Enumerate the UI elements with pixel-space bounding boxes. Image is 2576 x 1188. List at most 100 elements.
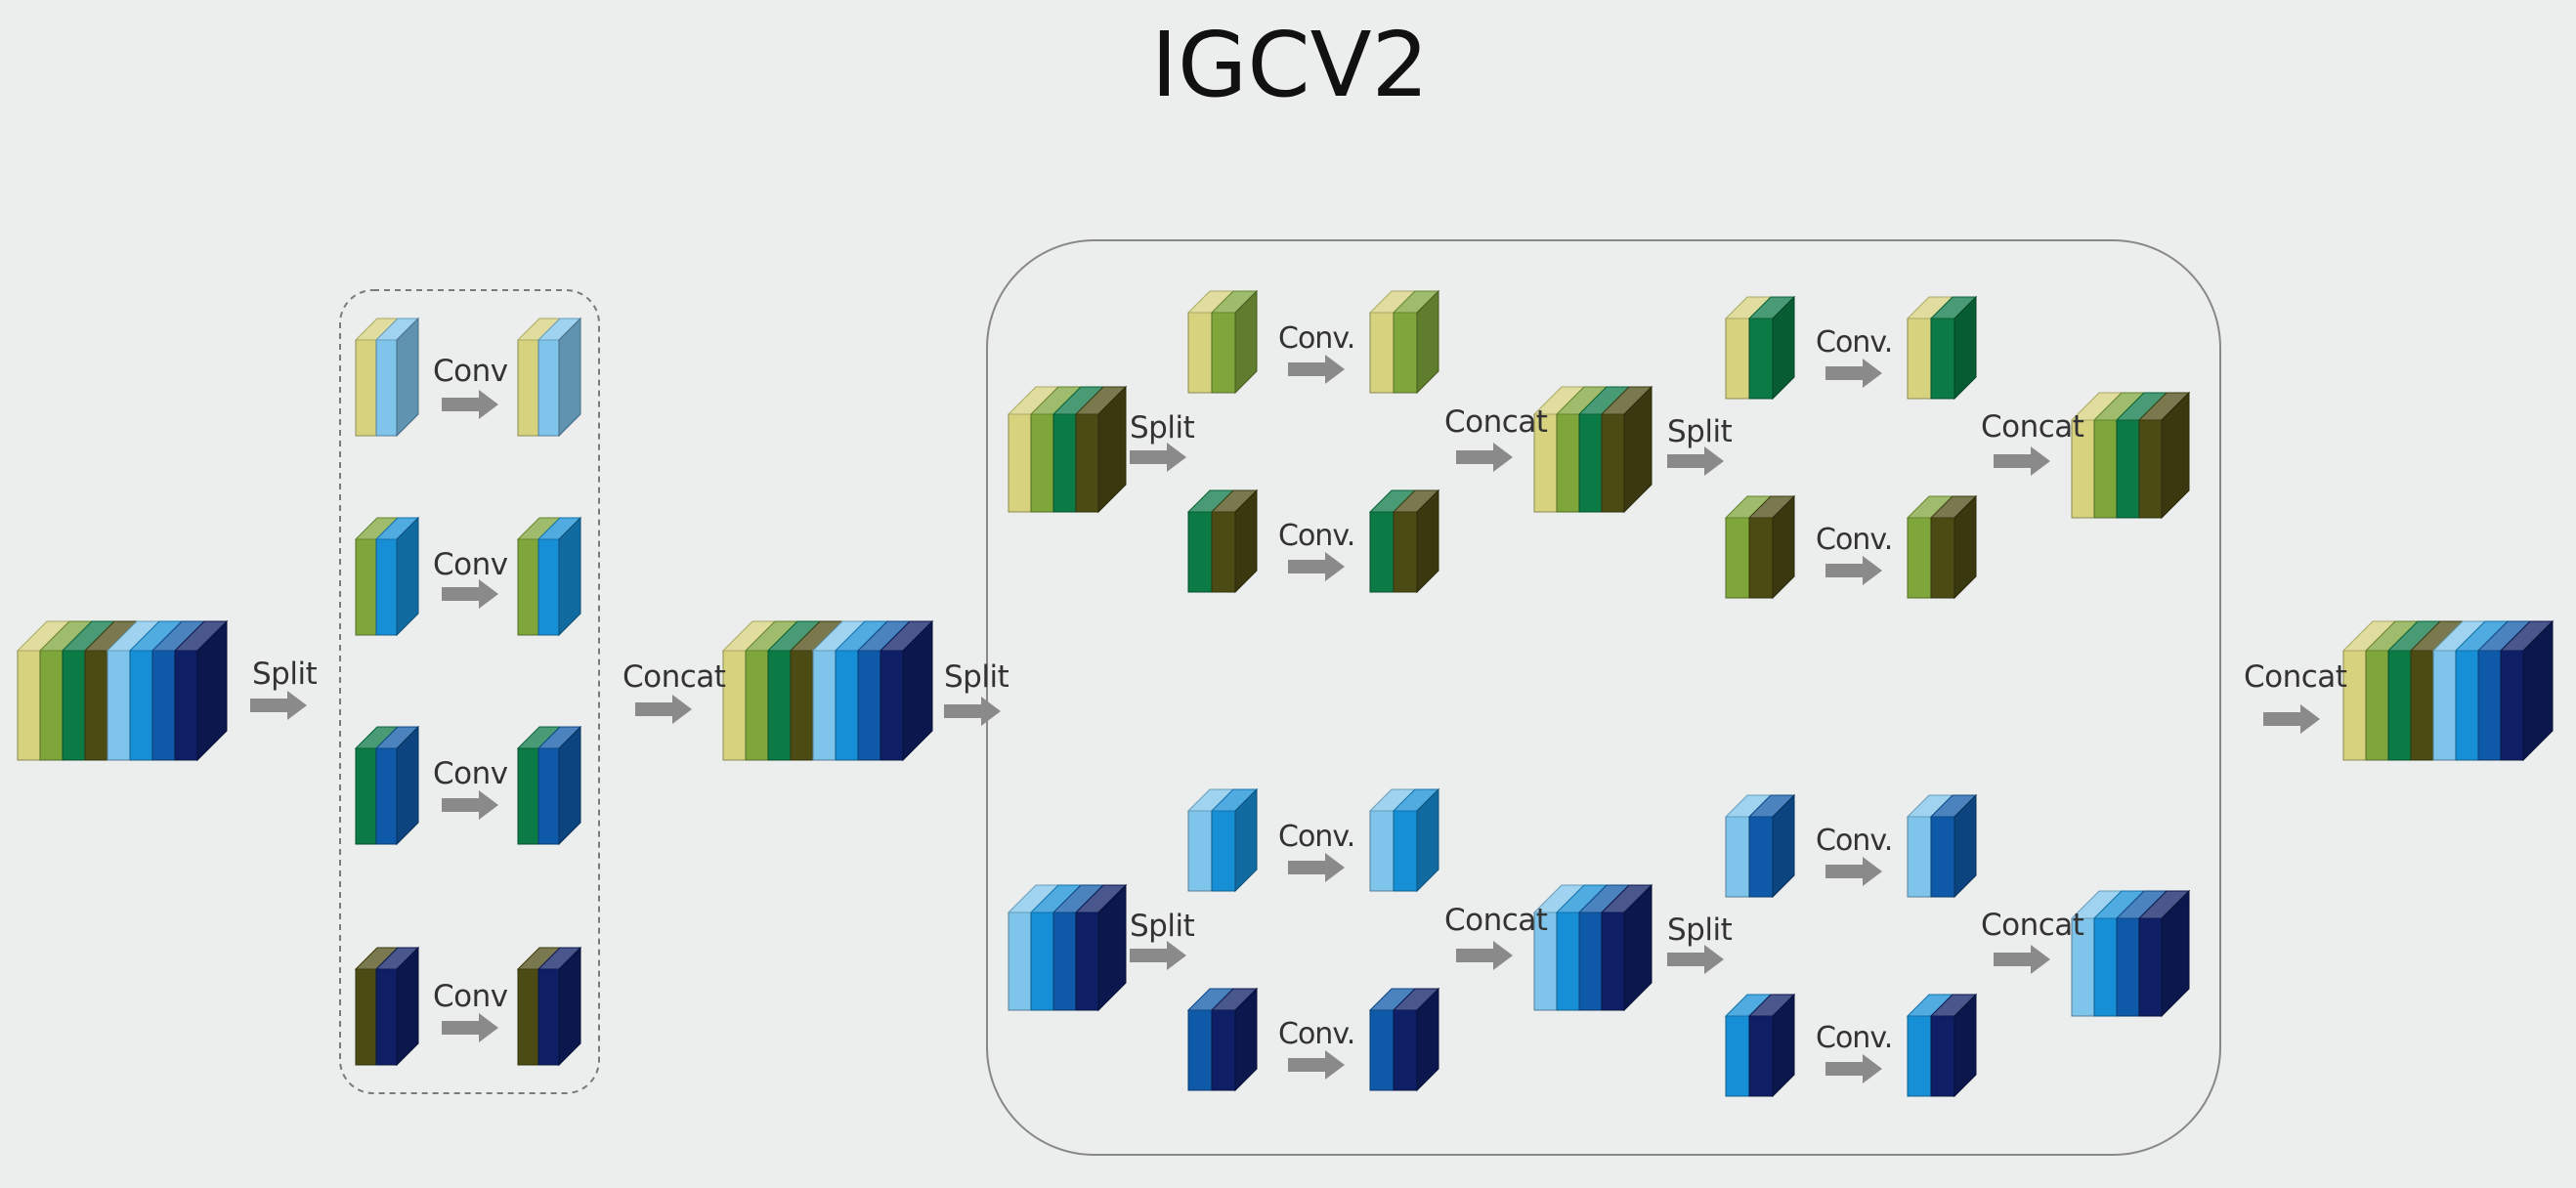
stack-side bbox=[558, 725, 581, 846]
group-output-stack bbox=[516, 516, 582, 637]
channel-slab bbox=[1008, 912, 1032, 1011]
stack-side bbox=[1953, 993, 1977, 1098]
arrow-icon bbox=[944, 697, 1001, 726]
channel-slab bbox=[1748, 318, 1774, 400]
channel-slab bbox=[790, 650, 814, 761]
arrow-icon bbox=[1288, 1050, 1345, 1080]
channel-slab bbox=[1556, 912, 1580, 1011]
stack-side bbox=[1097, 883, 1127, 1012]
arrow-icon bbox=[442, 790, 498, 820]
arrow-icon bbox=[1667, 945, 1724, 974]
stack-side bbox=[1234, 289, 1258, 395]
channel-slab bbox=[62, 650, 86, 761]
stack-side bbox=[396, 317, 419, 438]
channel-slab bbox=[1187, 810, 1213, 892]
channel-slab bbox=[1556, 413, 1580, 513]
channel-slab bbox=[1907, 517, 1932, 599]
channel-slab bbox=[517, 968, 539, 1066]
channel-slab bbox=[812, 650, 837, 761]
conv-label: Conv. bbox=[1816, 824, 1892, 858]
conv-label: Conv bbox=[433, 547, 508, 582]
stack-side bbox=[1772, 993, 1795, 1098]
arrow-icon bbox=[1825, 857, 1882, 886]
channel-slab bbox=[375, 747, 398, 845]
channel-slab bbox=[1907, 1015, 1932, 1097]
channel-slab bbox=[1578, 912, 1603, 1011]
stack-side bbox=[1772, 295, 1795, 401]
arrow-icon bbox=[442, 1013, 498, 1042]
arrow-icon bbox=[1667, 446, 1724, 476]
channel-slab bbox=[1052, 912, 1077, 1011]
channel-slab bbox=[537, 747, 560, 845]
stack-side bbox=[2161, 889, 2190, 1018]
sub-input-stack bbox=[1724, 295, 1796, 401]
concat-label: Concat bbox=[1981, 409, 2084, 445]
channel-slab bbox=[174, 650, 198, 761]
group-output-stack bbox=[516, 946, 582, 1067]
stack-side bbox=[396, 946, 419, 1067]
conv-label: Conv. bbox=[1278, 321, 1354, 356]
stack-side bbox=[1953, 494, 1977, 600]
group-input-stack bbox=[354, 725, 420, 846]
arrow-icon bbox=[1130, 941, 1186, 970]
arrow-icon bbox=[635, 695, 692, 724]
channel-slab bbox=[2410, 650, 2434, 761]
channel-slab bbox=[355, 339, 377, 437]
stack-side bbox=[2161, 391, 2190, 520]
sub-input-stack bbox=[1186, 987, 1259, 1092]
stack-side bbox=[1234, 488, 1258, 594]
channel-slab bbox=[1211, 810, 1236, 892]
sub-input-stack bbox=[1724, 793, 1796, 899]
sub-input-stack bbox=[1186, 289, 1259, 395]
sub-output-stack bbox=[1368, 488, 1440, 594]
channel-slab bbox=[2116, 917, 2140, 1017]
arrow-icon bbox=[1456, 941, 1513, 970]
arrow-icon bbox=[1825, 556, 1882, 585]
conv-label: Conv. bbox=[1278, 1017, 1354, 1051]
group-input-stack bbox=[354, 946, 420, 1067]
group-output-stack bbox=[516, 725, 582, 846]
channel-slab bbox=[1187, 312, 1213, 394]
stack-side bbox=[1416, 488, 1439, 594]
stack-side bbox=[1953, 793, 1977, 899]
branch-output-stack bbox=[2070, 391, 2191, 520]
channel-slab bbox=[2116, 419, 2140, 519]
sub-output-stack bbox=[1906, 295, 1978, 401]
conv-label: Conv. bbox=[1816, 1021, 1892, 1055]
sub-output-stack bbox=[1368, 787, 1440, 893]
channel-slab bbox=[1393, 511, 1418, 593]
channel-slab bbox=[1211, 1009, 1236, 1091]
channel-slab bbox=[1369, 511, 1395, 593]
channel-slab bbox=[1725, 816, 1750, 898]
split-label: Split bbox=[944, 659, 1009, 695]
concat-label: Concat bbox=[2244, 659, 2347, 695]
channel-slab bbox=[2387, 650, 2412, 761]
stack-side bbox=[1416, 787, 1439, 893]
sub-output-stack bbox=[1906, 993, 1978, 1098]
stack-side bbox=[196, 619, 228, 762]
channel-slab bbox=[1601, 413, 1625, 513]
sub-output-stack bbox=[1368, 289, 1440, 395]
branch-input-stack bbox=[1007, 883, 1128, 1012]
sub-input-stack bbox=[1724, 494, 1796, 600]
channel-slab bbox=[517, 538, 539, 636]
split-label: Split bbox=[1667, 414, 1733, 449]
channel-slab bbox=[129, 650, 153, 761]
stack-side bbox=[396, 516, 419, 637]
arrow-icon bbox=[1825, 359, 1882, 388]
arrow-icon bbox=[1994, 446, 2050, 476]
channel-slab bbox=[2138, 419, 2163, 519]
stack-side bbox=[1234, 787, 1258, 893]
channel-slab bbox=[1052, 413, 1077, 513]
arrow-icon bbox=[1825, 1054, 1882, 1083]
sub-output-stack bbox=[1368, 987, 1440, 1092]
diagram-title: IGCV2 bbox=[1151, 13, 1429, 117]
channel-slab bbox=[1369, 810, 1395, 892]
channel-slab bbox=[1187, 511, 1213, 593]
channel-slab bbox=[1211, 511, 1236, 593]
channel-slab bbox=[1907, 318, 1932, 400]
group-input-stack bbox=[354, 317, 420, 438]
channel-slab bbox=[1369, 312, 1395, 394]
channel-slab bbox=[1930, 816, 1955, 898]
stack-side bbox=[1623, 385, 1653, 514]
